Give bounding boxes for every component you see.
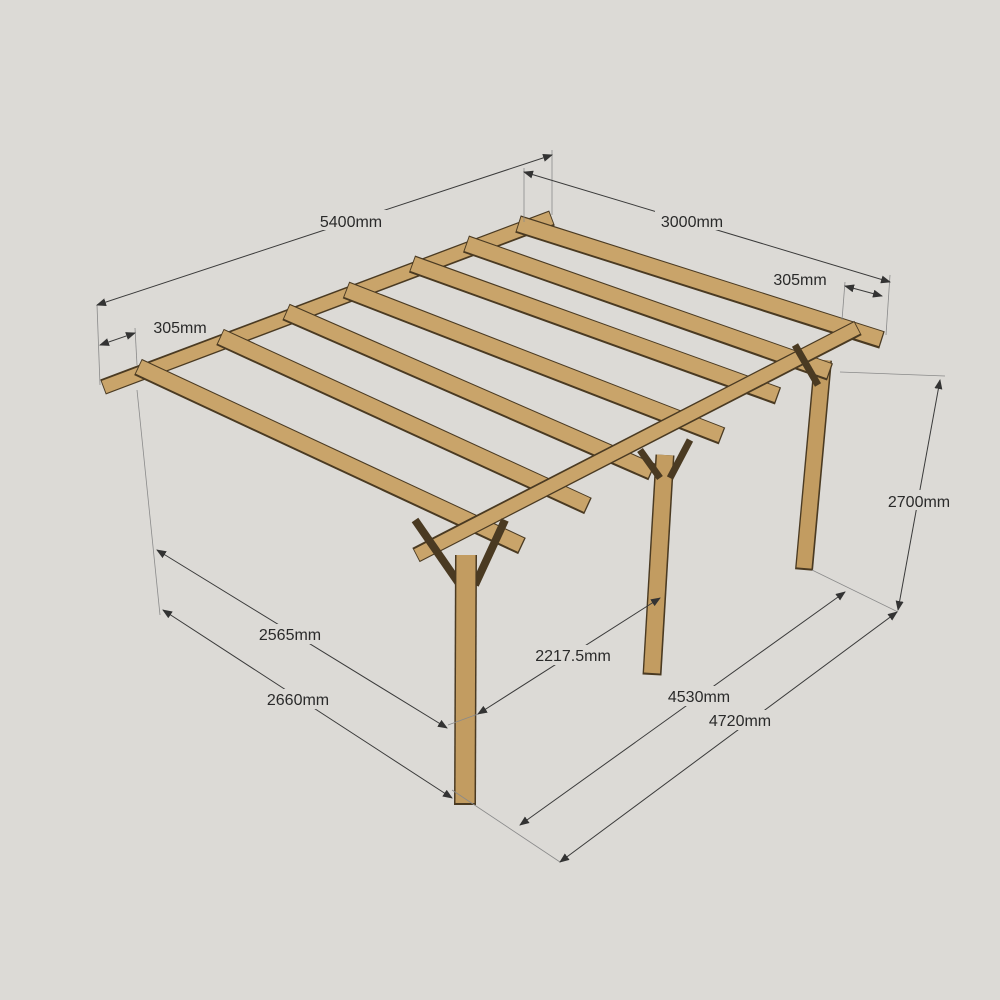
- braces: [411, 343, 822, 588]
- post-middle: [642, 454, 675, 676]
- rafter: [216, 328, 592, 515]
- dim-4530: [519, 591, 846, 826]
- rafter: [282, 303, 656, 481]
- dim-305-right: [844, 284, 883, 298]
- front-beam: [412, 320, 862, 563]
- label-305-right: 305mm: [773, 272, 826, 289]
- rafter: [342, 281, 726, 445]
- label-4720: 4720mm: [709, 713, 771, 730]
- dim-305-left: [99, 332, 136, 346]
- rafter: [134, 358, 526, 555]
- post-front-left: [454, 554, 477, 806]
- label-2565: 2565mm: [259, 627, 321, 644]
- label-2700: 2700mm: [888, 494, 950, 511]
- dimension-labels: 5400mm 3000mm 305mm 305mm 2700mm 4530mm …: [153, 210, 956, 730]
- label-305-left: 305mm: [153, 320, 206, 337]
- label-3000: 3000mm: [661, 214, 723, 231]
- label-2660: 2660mm: [267, 692, 329, 709]
- label-2217-5: 2217.5mm: [535, 648, 611, 665]
- label-4530: 4530mm: [668, 689, 730, 706]
- dim-4720: [559, 611, 898, 863]
- post-right: [795, 359, 832, 571]
- label-5400: 5400mm: [320, 214, 382, 231]
